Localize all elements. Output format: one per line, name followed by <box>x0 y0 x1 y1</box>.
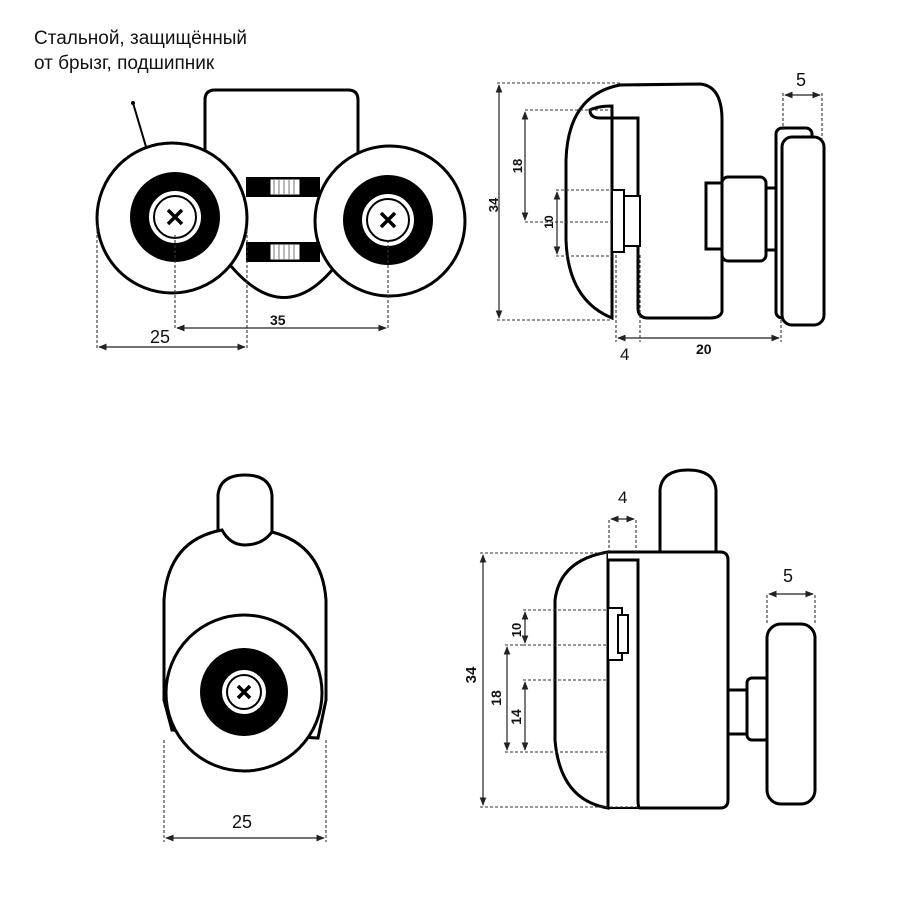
caption-line-1: Стальной, защищённый <box>34 28 247 49</box>
left-wheel <box>95 141 249 295</box>
single-roller-side-view: 4 5 34 10 18 14 <box>463 468 817 810</box>
dim-single-width: 25 <box>232 812 252 832</box>
side-axle <box>704 126 826 327</box>
bearing-caption: Стальной, защищённый от брызг, подшипник <box>34 26 247 76</box>
side-bearing <box>611 189 625 253</box>
dim-single-bearing-width: 10 <box>509 623 524 637</box>
bottom-housing <box>224 259 342 299</box>
roller-side-view: 34 18 10 4 20 5 <box>486 70 826 364</box>
caption-line-2: от брызг, подшипник <box>34 53 215 74</box>
dim-single-gap: 4 <box>618 488 627 507</box>
axle-brackets <box>246 177 320 262</box>
dim-axle-distance: 35 <box>270 312 286 328</box>
dim-slot-height: 18 <box>510 159 525 173</box>
single-side-flange <box>553 550 610 810</box>
right-wheel <box>313 144 467 298</box>
dim-single-lower-height: 14 <box>508 709 524 725</box>
side-housing <box>564 82 724 321</box>
dim-single-total-height: 34 <box>463 666 480 683</box>
dim-wheel-span: 25 <box>150 327 170 347</box>
dim-offset: 20 <box>696 341 712 357</box>
dim-total-height: 34 <box>486 197 501 212</box>
screw-icon <box>236 684 252 700</box>
single-roller-front-view: 25 <box>162 473 328 842</box>
dim-single-slot-height: 18 <box>488 690 504 706</box>
single-side-housing <box>608 550 730 810</box>
dim-single-wheel-thickness: 5 <box>783 566 793 586</box>
single-side-stem <box>658 468 718 552</box>
dim-flange-gap: 4 <box>620 345 629 364</box>
side-wheel <box>780 135 826 327</box>
single-side-wheel <box>765 622 817 806</box>
dim-wheel-thickness: 5 <box>796 70 806 90</box>
double-roller-front-view: 35 25 <box>95 88 467 351</box>
dim-bearing-width: 10 <box>542 215 556 229</box>
